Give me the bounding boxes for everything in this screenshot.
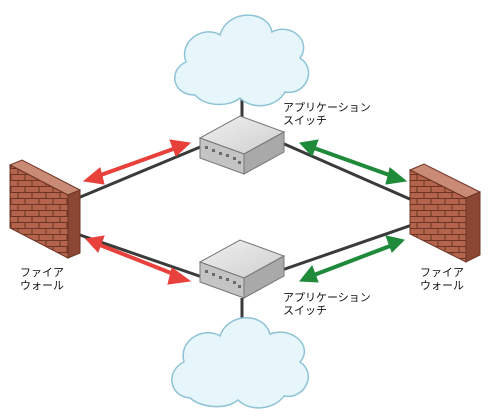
switch-label-bottom-line2: スイッチ bbox=[283, 304, 327, 317]
double-arrow-icon bbox=[82, 139, 192, 185]
double-arrow-icon bbox=[299, 139, 408, 185]
application-switch-icon bbox=[198, 239, 286, 299]
switch-label-top: アプリケーション スイッチ bbox=[283, 101, 371, 127]
link-top-switch-to-right-firewall bbox=[281, 141, 413, 202]
firewall-label-right-line2: ウォール bbox=[420, 279, 464, 292]
link-left-firewall-to-top-switch bbox=[77, 143, 206, 200]
switch-label-top-line1: アプリケーション bbox=[283, 101, 371, 114]
firewall-label-left: ファイア ウォール bbox=[20, 266, 64, 292]
firewall-icon bbox=[408, 163, 482, 263]
firewall-label-left-line2: ウォール bbox=[20, 279, 64, 292]
firewall-label-right: ファイア ウォール bbox=[420, 266, 464, 292]
cloud-icon bbox=[174, 14, 310, 107]
switch-label-bottom: アプリケーション スイッチ bbox=[283, 291, 371, 317]
switch-label-bottom-line1: アプリケーション bbox=[283, 291, 371, 304]
double-arrow-icon bbox=[85, 235, 192, 285]
firewall-label-right-line1: ファイア bbox=[420, 266, 464, 279]
firewall-icon bbox=[8, 159, 82, 259]
switch-label-top-line2: スイッチ bbox=[283, 114, 327, 127]
cloud-icon bbox=[171, 317, 310, 409]
application-switch-icon bbox=[198, 115, 286, 175]
firewall-label-left-line1: ファイア bbox=[20, 266, 64, 279]
link-bottom-switch-to-right-firewall bbox=[281, 223, 413, 272]
double-arrow-icon bbox=[299, 235, 405, 283]
